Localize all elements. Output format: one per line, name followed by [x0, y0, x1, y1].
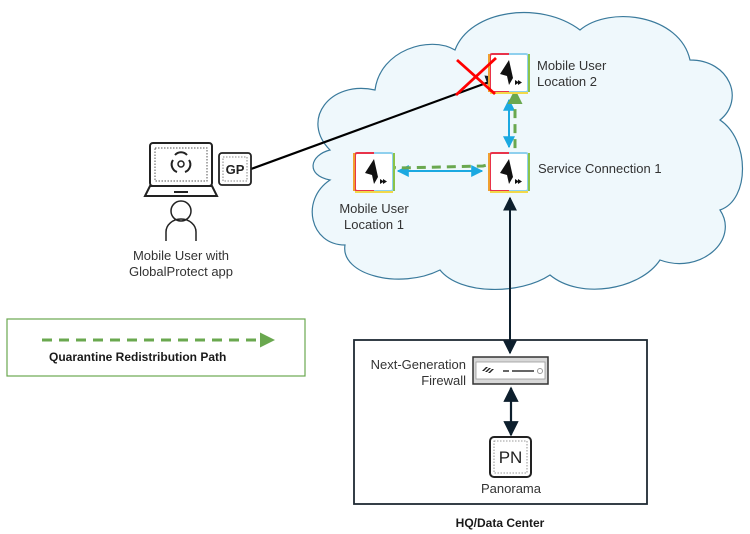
panorama-label: Panorama — [481, 481, 542, 496]
svg-text:PN: PN — [499, 448, 523, 467]
mul1-label-2: Location 1 — [344, 217, 404, 232]
node-mobile-user[interactable]: GP — [143, 142, 252, 241]
blocked-x-icon — [455, 56, 497, 97]
mobile-user-label-2: GlobalProtect app — [129, 264, 233, 279]
laptop-biohazard-icon — [143, 142, 219, 197]
legend-label: Quarantine Redistribution Path — [49, 350, 226, 364]
legend: Quarantine Redistribution Path — [6, 318, 306, 377]
globalprotect-badge: GP — [218, 152, 252, 186]
firewall-appliance-icon — [472, 356, 549, 385]
sc1-label: Service Connection 1 — [538, 161, 662, 176]
node-panorama[interactable]: PN — [489, 436, 532, 478]
node-mul1[interactable] — [353, 152, 395, 193]
prisma-access-icon — [365, 159, 387, 184]
mobile-user-label-1: Mobile User with — [133, 248, 229, 263]
hq-datacenter-label: HQ/Data Center — [456, 516, 545, 530]
panorama-icon: PN — [489, 436, 532, 478]
svg-text:GP: GP — [226, 162, 245, 177]
user-person-icon — [165, 200, 197, 241]
mul2-label-1: Mobile User — [537, 58, 607, 73]
mul2-label-2: Location 2 — [537, 74, 597, 89]
node-mul2[interactable] — [488, 53, 530, 94]
node-sc1[interactable] — [488, 152, 530, 193]
ngfw-label-1: Next-Generation — [371, 357, 466, 372]
prisma-access-icon — [500, 159, 522, 184]
prisma-access-icon — [500, 60, 522, 85]
node-ngfw[interactable] — [472, 356, 549, 385]
cloud-shape — [311, 11, 744, 290]
ngfw-label-2: Firewall — [421, 373, 466, 388]
mul1-label-1: Mobile User — [339, 201, 409, 216]
